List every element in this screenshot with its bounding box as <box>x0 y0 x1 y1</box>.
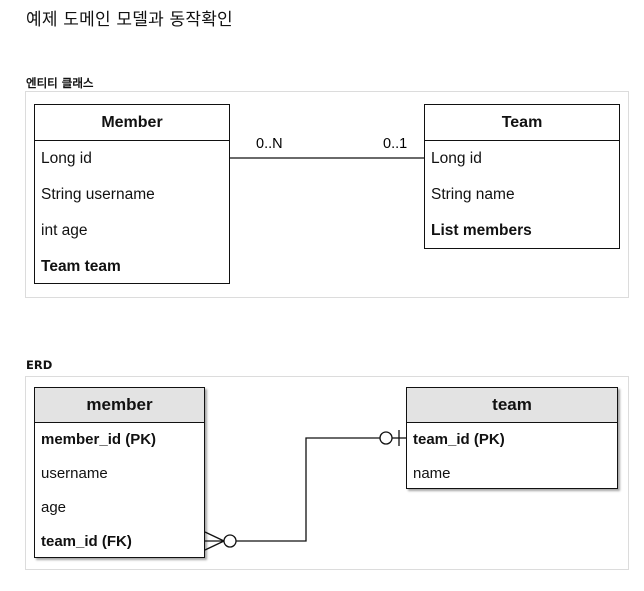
erd-relationship-line <box>236 437 380 542</box>
team-class-title: Team <box>425 105 619 141</box>
member-class-field-team: Team team <box>41 258 121 275</box>
team-class-box: Team Long id String name List members <box>424 104 620 249</box>
team-class-field-name: String name <box>431 186 515 203</box>
member-table-field-username: username <box>41 465 108 482</box>
page-title: 예제 도메인 모델과 동작확인 <box>26 10 233 30</box>
member-class-title: Member <box>35 105 229 141</box>
team-table-field-team-id: team_id (PK) <box>413 431 505 448</box>
member-class-field-username: String username <box>41 186 155 203</box>
member-table-title: member <box>35 388 204 423</box>
zero-or-one-icon <box>379 430 406 446</box>
member-table-field-member-id: member_id (PK) <box>41 431 157 448</box>
member-class-box: Member Long id String username int age T… <box>34 104 230 284</box>
entity-class-section-label: 엔티티 클래스 <box>26 76 94 90</box>
crows-foot-many-icon <box>204 531 237 551</box>
team-table-title: team <box>407 388 617 423</box>
member-class-field-id: Long id <box>41 150 92 167</box>
member-class-field-age: int age <box>41 222 88 239</box>
team-class-field-id: Long id <box>431 150 482 167</box>
left-multiplicity-label: 0..N <box>256 136 283 152</box>
member-table-field-team-id: team_id (FK) <box>41 533 132 550</box>
team-class-field-members: List members <box>431 222 532 239</box>
right-multiplicity-label: 0..1 <box>383 136 407 152</box>
team-table-box: team team_id (PK) name <box>406 387 618 489</box>
erd-section-label: ERD <box>26 358 53 372</box>
member-table-box: member member_id (PK) username age team_… <box>34 387 205 558</box>
team-table-field-name: name <box>413 465 451 482</box>
member-table-field-age: age <box>41 499 67 516</box>
